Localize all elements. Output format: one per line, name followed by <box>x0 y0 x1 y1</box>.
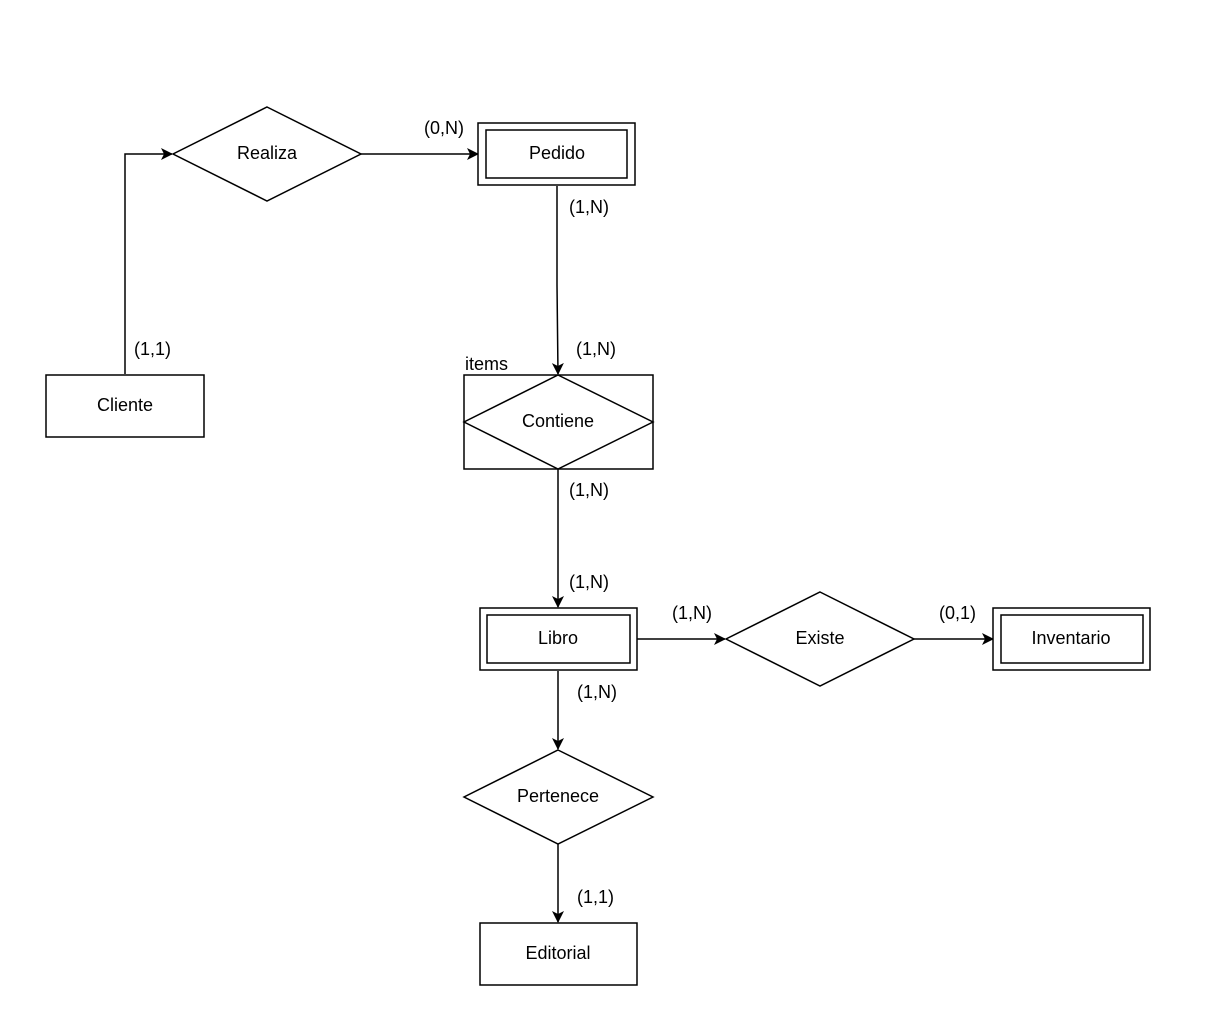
entity-pedido[interactable]: Pedido <box>477 122 636 186</box>
cardinality-pedido-contiene: (1,N) <box>569 197 609 217</box>
entity-cliente[interactable]: Cliente <box>45 374 205 438</box>
aggregation-items[interactable]: Contiene items <box>462 354 655 470</box>
cardinality-existe-inventario: (0,1) <box>939 603 976 623</box>
entity-inventario[interactable]: Inventario <box>992 607 1151 671</box>
edge-cliente-realiza <box>124 148 173 374</box>
entity-libro-label: Libro <box>538 628 578 648</box>
cardinality-libro-existe: (1,N) <box>672 603 712 623</box>
relationship-pertenece[interactable]: Pertenece <box>462 749 655 845</box>
cardinality-libro-pertenece: (1,N) <box>577 682 617 702</box>
cardinality-libro-from-contiene: (1,N) <box>569 572 609 592</box>
cardinality-cliente-realiza: (1,1) <box>134 339 171 359</box>
entity-editorial-label: Editorial <box>525 943 590 963</box>
relationship-existe[interactable]: Existe <box>724 591 916 687</box>
cardinality-realiza-pedido: (0,N) <box>424 118 464 138</box>
relationship-existe-label: Existe <box>795 628 844 648</box>
cardinality-contiene-libro: (1,N) <box>569 480 609 500</box>
relationship-realiza-label: Realiza <box>237 143 298 163</box>
edge-pedido-contiene <box>551 186 564 375</box>
cardinality-pertenece-editorial: (1,1) <box>577 887 614 907</box>
entity-editorial[interactable]: Editorial <box>479 922 638 986</box>
entity-cliente-label: Cliente <box>97 395 153 415</box>
entity-pedido-label: Pedido <box>529 143 585 163</box>
relationship-contiene-label: Contiene <box>522 411 594 431</box>
entity-libro[interactable]: Libro <box>479 607 638 671</box>
relationship-realiza[interactable]: Realiza <box>171 106 363 202</box>
entity-inventario-label: Inventario <box>1031 628 1110 648</box>
relationship-pertenece-label: Pertenece <box>517 786 599 806</box>
cardinality-contiene-from-pedido: (1,N) <box>576 339 616 359</box>
aggregation-items-label: items <box>465 354 508 374</box>
